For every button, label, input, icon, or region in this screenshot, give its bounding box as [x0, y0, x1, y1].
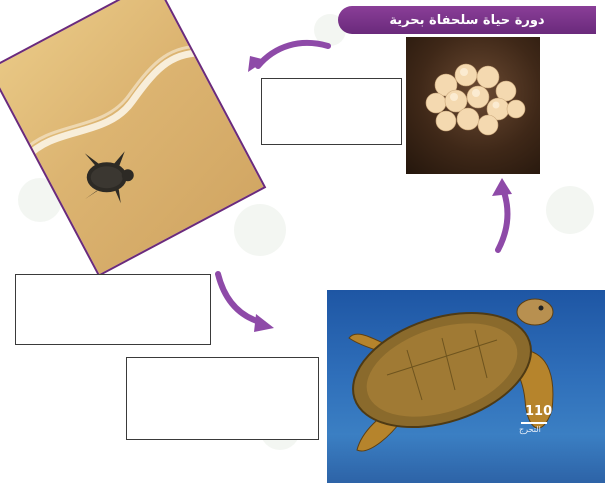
arrow-adult-to-eggs	[490, 176, 520, 256]
adult-turtle-photo	[327, 290, 605, 483]
arrow-hatchling-to-adult	[212, 270, 282, 335]
page-number-divider	[521, 422, 547, 424]
arrow-eggs-to-hatchling	[240, 38, 335, 78]
turtle-hatchling-image	[0, 0, 266, 277]
adult-sea-turtle-image	[327, 290, 605, 483]
page-subtext: التحرج	[519, 425, 541, 434]
answer-box-adult[interactable]	[126, 357, 319, 440]
hatchling-photo	[0, 0, 266, 277]
page-number: 110	[525, 404, 552, 419]
answer-box-juvenile[interactable]	[15, 274, 211, 345]
turtle-eggs-image	[406, 37, 540, 174]
title-banner: دورة حياة سلحفاة بحرية	[338, 6, 596, 34]
eggs-photo	[406, 37, 540, 174]
page-title: دورة حياة سلحفاة بحرية	[389, 13, 544, 28]
answer-box-hatchling[interactable]	[261, 78, 402, 145]
